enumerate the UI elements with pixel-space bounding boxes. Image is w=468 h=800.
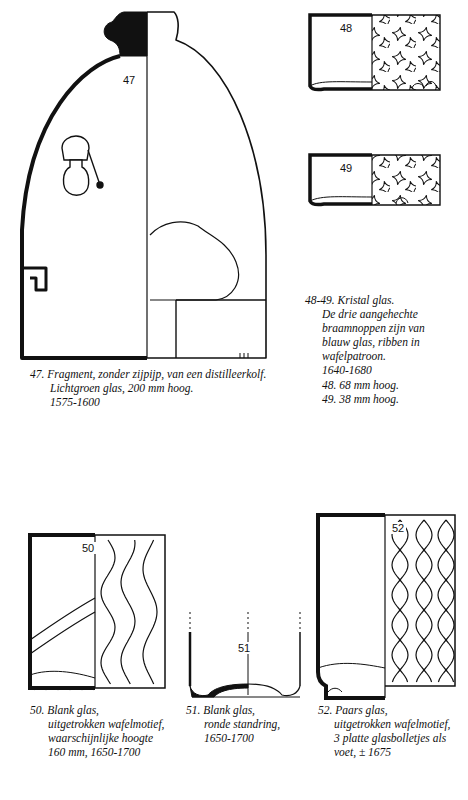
caption-text: 48-49. Kristal glas. [305,294,394,307]
beaker-49-part [372,155,440,205]
caption-text: 3 platte glasbolletjes als [334,732,446,745]
beaker-48-part [371,15,372,90]
caption-text: braamnoppen zijn van [322,322,425,335]
beaker-48-part [372,15,440,90]
beaker-49-part [372,155,440,205]
distilling-flask-part [240,353,248,358]
caption-text: 47. Fragment, zonder zijpijp, van een di… [30,368,266,381]
callout-number: 49 [338,162,354,174]
caption-text: 49. 38 mm hoog. [322,393,399,406]
beaker-49 [310,155,440,205]
rib-line [438,520,454,682]
caption-text: 160 mm, 1650-1700 [48,746,140,759]
callout-number: 52 [390,522,406,534]
distilling-flask [22,12,266,358]
flask-icon-part [62,136,89,160]
beaker-52-part [318,663,385,668]
caption-text: wafelpatroon. [322,350,386,363]
rib-line [121,540,135,684]
callout-number: 50 [80,542,96,554]
callout-number: 51 [236,642,252,654]
distilling-flask-part [147,12,266,358]
caption-text: 52. Paars glas, [318,704,388,717]
beaker-51-part [190,612,191,632]
distilling-flask-part [146,12,147,358]
beaker-49-part [310,155,372,205]
beaker-51-part [190,684,248,697]
beaker-52-part [392,520,454,682]
caption-text: De drie aangehechte [322,308,418,321]
caption-text: Lichtgroen glas, 200 mm hoog. [50,382,193,395]
beaker-51-part [189,632,192,686]
beaker-49-part [396,198,408,203]
callout-number: 47 [121,74,137,86]
caption-text: 1640-1680 [322,364,372,377]
callout-number: 48 [338,22,354,34]
beaker-50-part [30,535,95,688]
caption-text: waarschijnlijke hoogte [48,732,153,745]
beaker-48-part [372,15,440,90]
caption-text: uitgetrokken wafelmotief, [334,718,450,731]
caption-text: uitgetrokken wafelmotief, [48,718,164,731]
beaker-51-part [248,684,300,696]
rib-line [392,520,408,682]
beaker-52-part [385,515,455,686]
beaker-50-part [30,671,95,678]
caption-text: 50. Blank glas, [30,704,99,717]
distilling-flask-part [22,268,46,290]
beaker-48 [310,15,440,90]
caption-text: 51. Blank glas, [186,704,255,717]
rib-line [416,520,432,682]
rib-line [101,540,115,684]
rib-line [392,520,408,682]
flask-icon-part [97,182,103,188]
caption-text: 1650-1700 [204,732,254,745]
distilling-flask-part [175,300,176,358]
rib-line [416,520,432,682]
flask-icon [62,136,103,195]
beaker-50-part [101,540,157,684]
beaker-50-part [30,612,95,654]
beaker-51 [190,612,300,697]
beaker-52-part [384,515,385,698]
distilling-flask-part [22,56,147,358]
beaker-50-part [94,535,95,688]
beaker-52 [318,515,455,698]
flask-icon-part [63,160,88,195]
beaker-48-part [310,15,372,90]
beaker-50-part [34,687,94,690]
distilling-flask-part [104,12,147,56]
beaker-50-part [30,598,95,640]
rib-line [438,520,454,682]
caption-text: 1575-1600 [50,396,100,409]
caption-text: voet, ± 1675 [334,746,391,759]
beaker-50 [30,535,165,690]
beaker-51-part [300,612,301,632]
rib-line [143,540,157,684]
caption-text: 48. 68 mm hoog. [322,379,399,392]
beaker-50-part [95,535,165,688]
beaker-49-part [310,197,372,201]
beaker-51-part [192,697,300,698]
caption-text: ronde standring, [204,718,280,731]
beaker-48-part [412,82,436,89]
beaker-51-part [248,612,249,632]
beaker-48-part [310,82,372,86]
flask-icon-part [88,150,99,182]
beaker-52-part [318,515,385,698]
caption-text: blauw glas, ribben in [322,336,420,349]
beaker-52-part [328,688,342,692]
beaker-51-part [299,632,301,686]
distilling-flask-part [150,222,239,300]
